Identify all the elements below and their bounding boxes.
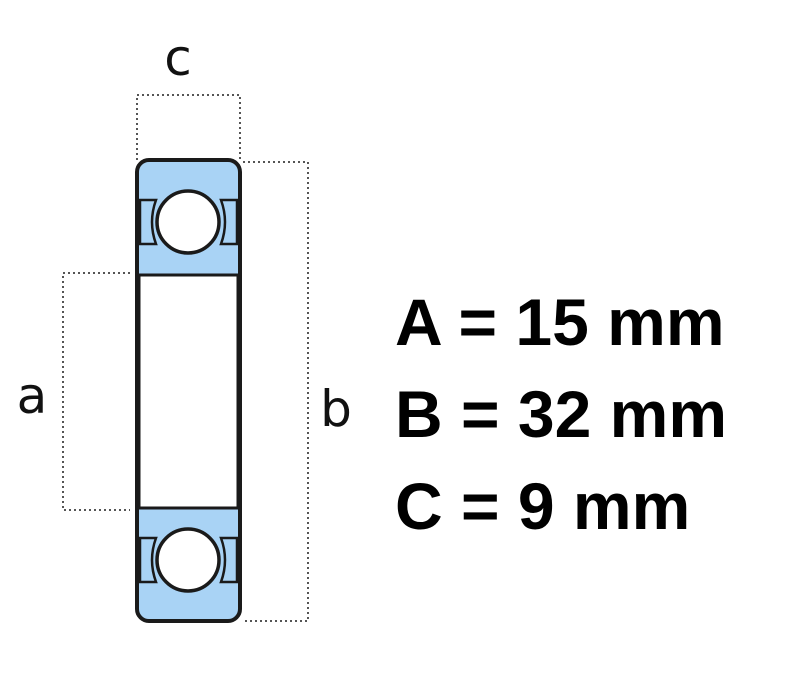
dimension-a-guide	[62, 272, 130, 511]
dimension-c-guide	[136, 94, 241, 160]
bearing-cross-section	[135, 158, 242, 623]
dimension-b-label: b	[320, 380, 352, 438]
dimension-c-label: c	[164, 29, 192, 87]
bearing-bore	[137, 273, 240, 510]
dimension-guides	[62, 94, 309, 622]
dimension-b-guide	[243, 161, 309, 622]
spec-b: B = 32 mm	[395, 377, 727, 451]
spec-a: A = 15 mm	[395, 285, 725, 359]
top-ball	[155, 189, 221, 255]
dimension-a-label: a	[17, 367, 48, 425]
dimension-spec-list: A = 15 mm B = 32 mm C = 9 mm	[395, 276, 727, 552]
bottom-ball	[155, 527, 221, 593]
bottom-race-groove	[138, 536, 239, 584]
spec-c: C = 9 mm	[395, 469, 691, 543]
top-race-groove	[138, 198, 239, 246]
